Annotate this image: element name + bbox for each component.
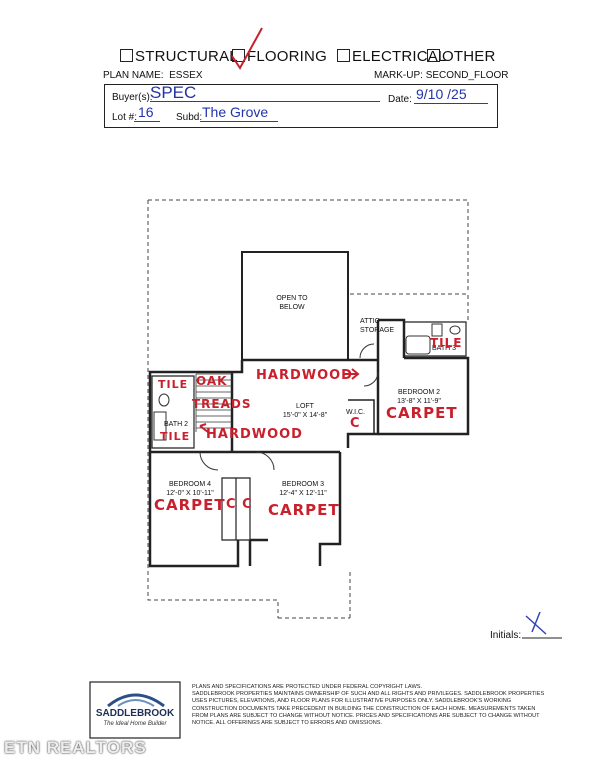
date-underline [414,103,488,104]
checkmark-icon [231,27,263,70]
lot-label: Lot #: [112,112,138,123]
logo-roof-icon [107,693,165,708]
logo-tagline: The Ideal Home Builder [103,721,167,727]
attic-storage-label: ATTIC STORAGE [360,318,395,334]
buyer-value: SPEC [150,83,197,102]
floorplan-dashed-outline [147,199,469,619]
markup-carpet-bedroom2: CARPET [386,404,458,422]
checkbox-structural [120,49,133,62]
markup-hardwood-loft: HARDWOOD [256,368,353,383]
door-swing-icon [255,451,275,471]
door-swing-icon [199,451,219,471]
markup-tile-bath3: TILE [430,336,463,350]
markup-tile-bath2: TILE [158,378,189,391]
wic-label: W.I.C. [346,409,366,416]
category-structural: STRUCTURAL [120,48,238,65]
watermark: ETN REALTORS [4,738,147,757]
bathtub-icon [405,335,431,355]
wic-walls [348,399,375,434]
arrow-icon [199,423,209,433]
bath3-outline [403,321,467,357]
initials-mark-icon [525,611,547,635]
markup-oak: OAK [196,374,228,388]
date-label: Date: [388,94,412,105]
door-swing-icon [359,343,375,359]
arrow-right-icon [344,368,360,380]
checkbox-flooring [232,49,245,62]
markup-carpet-closets: C C [226,497,253,512]
logo-name: SADDLEBROOK [95,708,175,719]
markup-carpet-bedroom4: CARPET [154,496,226,514]
toilet-icon [449,325,461,335]
buyer-info-box [104,84,498,128]
buyer-underline [150,101,380,102]
markup-row: MARK-UP: SECOND_FLOOR [374,70,509,81]
markup-treads: TREADS [192,397,252,411]
category-flooring: FLOORING [232,48,327,65]
logo-roof-icon [117,699,155,707]
lot-value: 16 [138,104,154,120]
markup-tile-bath2-lower: TILE [160,430,191,443]
bath2-outline [151,375,195,449]
subd-underline [200,121,278,122]
legal-disclaimer: PLANS AND SPECIFICATIONS ARE PROTECTED U… [192,684,545,727]
bath3-label: BATH 3 [432,345,456,352]
subd-value: The Grove [202,104,269,120]
sink-icon [431,323,443,337]
attic-storage-outline [350,293,469,320]
door-swing-icon [363,371,379,387]
checkbox-other [427,49,440,62]
category-electrical: ELECTRICAL [337,48,447,65]
date-value: 9/10 /25 [416,86,467,102]
vanity-icon [153,411,167,441]
closets-outline [221,477,251,541]
initials-label: Initials: [490,630,522,641]
toilet-icon [158,393,170,407]
checkbox-electrical [337,49,350,62]
subd-label: Subd: [176,112,203,123]
open-to-below-label: OPEN TO BELOW [276,295,308,311]
logo-box [89,681,181,739]
plan-name-row: PLAN NAME: ESSEX [103,70,203,81]
markup-carpet-bedroom3: CARPET [268,501,340,519]
markup-carpet-wic: C [350,416,361,431]
interior-walls [148,320,380,568]
buyer-label: Buyer(s): [112,92,153,103]
markup-hardwood-hall: HARDWOOD [206,427,303,442]
category-other: OTHER [427,48,496,65]
lot-underline [134,121,160,122]
bath2-label: BATH 2 [164,421,188,428]
